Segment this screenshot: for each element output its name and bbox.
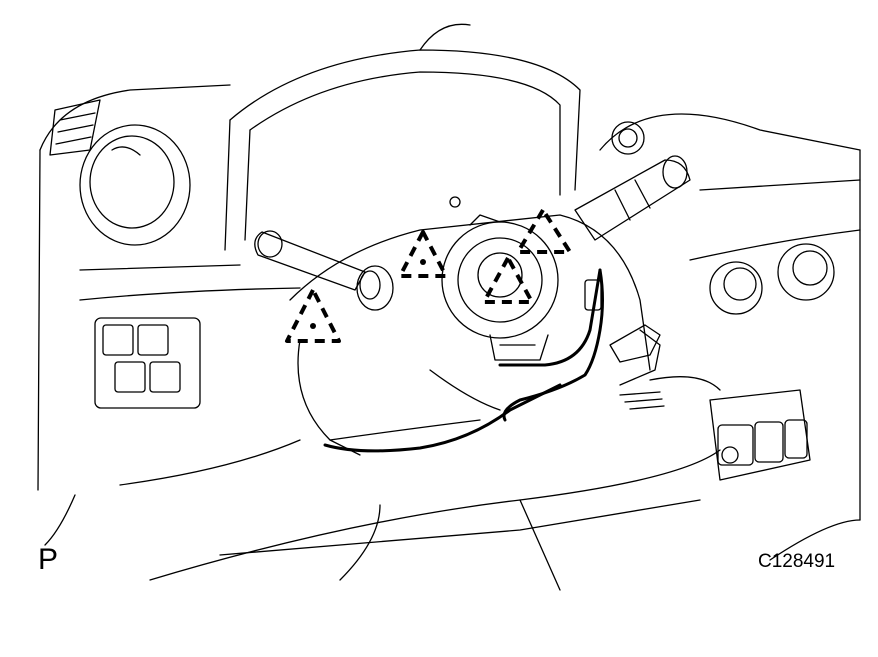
triangle-marker-4 (482, 256, 534, 304)
dashboard-outline (37, 84, 861, 591)
harness-connector (584, 279, 661, 363)
callout-markers (285, 208, 572, 343)
turn-signal-lever (254, 230, 394, 311)
marker-dot (310, 323, 316, 329)
steering-column-cover (289, 214, 661, 456)
left-air-vent (49, 99, 191, 246)
right-gauges (611, 121, 835, 315)
figure-code: C128491 (758, 551, 836, 572)
triangle-marker-3 (516, 208, 572, 254)
spiral-cable (441, 196, 559, 361)
instrument-cluster-hood (224, 23, 581, 251)
marker-dot (420, 259, 426, 265)
left-switch-panel (94, 317, 201, 409)
triangle-marker-2 (398, 230, 448, 278)
corner-mark: P (38, 543, 59, 576)
wiper-lever (574, 155, 691, 241)
right-switch-panel (717, 419, 808, 466)
triangle-marker-1 (285, 288, 341, 343)
wire-harness (323, 268, 604, 453)
